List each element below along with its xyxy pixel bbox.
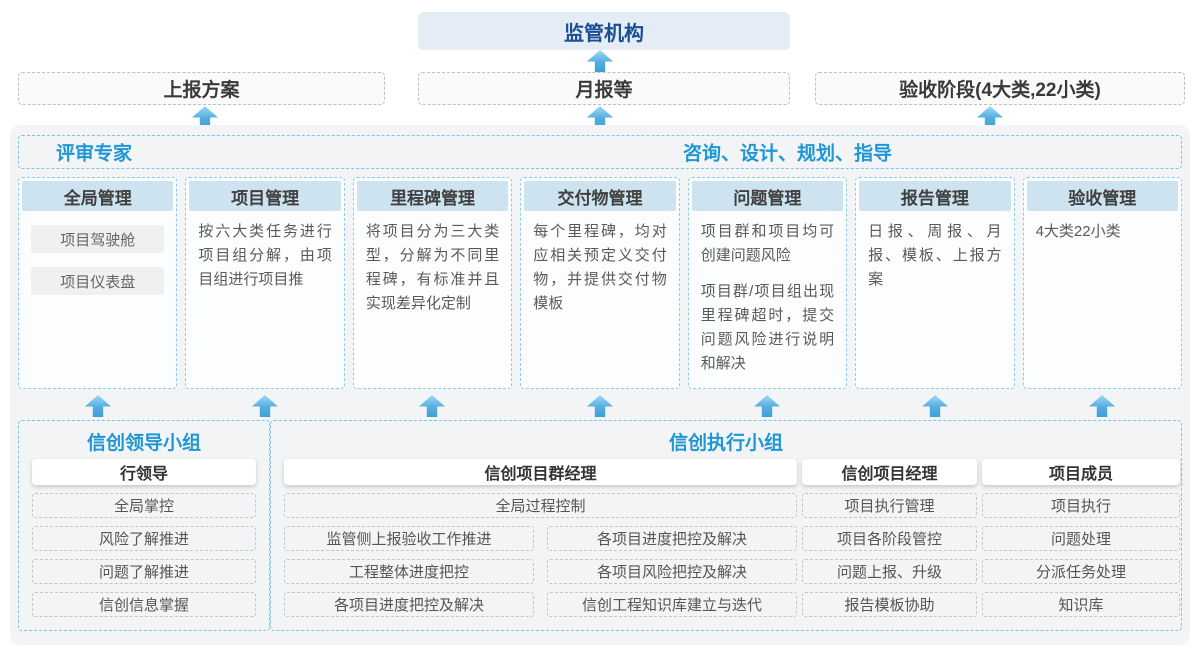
execution-group-title: 信创执行小组	[668, 433, 783, 454]
role-bank-leader: 行领导	[32, 459, 256, 485]
output-box-monthly: 月报等	[418, 72, 790, 105]
column-global-management: 全局管理 项目驾驶舱 项目仪表盘	[18, 177, 178, 389]
column-title: 里程碑管理	[356, 181, 509, 211]
leader-duty: 风险了解推进	[32, 526, 256, 551]
leadership-group-title: 信创领导小组	[86, 433, 201, 454]
consulting-label: 咨询、设计、规划、指导	[683, 143, 893, 165]
pm-duty: 项目执行管理	[802, 493, 977, 518]
pgm-duty: 各项目进度把控及解决	[284, 592, 534, 617]
leader-duty: 信创信息掌握	[32, 592, 256, 617]
column-milestone-management: 里程碑管理 将项目分为三大类型，分解为不同里程碑，有标准并且实现差异化定制	[352, 177, 513, 389]
column-title: 问题管理	[691, 181, 844, 211]
pill-project-dashboard: 项目仪表盘	[31, 267, 165, 295]
column-description: 将项目分为三大类型，分解为不同里程碑，有标准并且实现差异化定制	[365, 223, 500, 312]
experts-strip: 评审专家 咨询、设计、规划、指导	[18, 135, 1182, 169]
role-project-member: 项目成员	[982, 459, 1180, 485]
output-box-report-plan: 上报方案	[18, 72, 385, 105]
pm-duty: 项目各阶段管控	[802, 526, 977, 551]
pgm-duty: 监管侧上报验收工作推进	[284, 526, 534, 551]
output-box-acceptance: 验收阶段(4大类,22小类)	[815, 72, 1185, 105]
column-description: 项目群/项目组出现里程碑超时，提交问题风险进行说明和解决	[700, 283, 835, 372]
pm-duty: 报告模板协助	[802, 592, 977, 617]
project-member-area: 项目成员 项目执行 问题处理 分派任务处理 知识库	[982, 459, 1180, 617]
column-acceptance-management: 验收管理 4大类22小类	[1022, 177, 1182, 389]
pgm-duty-full: 全局过程控制	[284, 493, 797, 518]
pgm-duty: 各项目风险把控及解决	[547, 559, 797, 584]
regulator-box: 监管机构	[418, 12, 790, 50]
leader-duty: 全局掌控	[32, 493, 256, 518]
execution-group-box: 信创执行小组 信创项目群经理 全局过程控制 监管侧上报验收工作推进 各项目进度把…	[270, 420, 1182, 631]
pgm-duty: 信创工程知识库建立与迭代	[547, 592, 797, 617]
column-description: 项目群和项目均可创建问题风险	[700, 223, 835, 264]
role-program-manager: 信创项目群经理	[284, 459, 797, 485]
leader-duty: 问题了解推进	[32, 559, 256, 584]
member-duty: 知识库	[982, 592, 1180, 617]
experts-label: 评审专家	[56, 143, 133, 165]
member-duty: 分派任务处理	[982, 559, 1180, 584]
pm-duty: 问题上报、升级	[802, 559, 977, 584]
program-manager-area: 信创项目群经理 全局过程控制 监管侧上报验收工作推进 各项目进度把控及解决 工程…	[284, 459, 797, 617]
leadership-group-box: 信创领导小组 行领导 全局掌控 风险了解推进 问题了解推进 信创信息掌握	[18, 420, 270, 631]
pill-project-cockpit: 项目驾驶舱	[31, 225, 165, 253]
capability-columns: 全局管理 项目驾驶舱 项目仪表盘 项目管理 按六大类任务进行项目组分解，由项目组…	[18, 177, 1182, 389]
pgm-duty: 各项目进度把控及解决	[547, 526, 797, 551]
column-issue-management: 问题管理 项目群和项目均可创建问题风险 项目群/项目组出现里程碑超时，提交问题风…	[687, 177, 848, 389]
column-description: 日报、周报、月报、模板、上报方案	[868, 223, 1002, 288]
column-title: 交付物管理	[524, 181, 676, 211]
column-project-management: 项目管理 按六大类任务进行项目组分解，由项目组进行项目推	[185, 177, 345, 389]
arrow-up-icon	[587, 50, 613, 72]
column-title: 项目管理	[189, 181, 341, 211]
column-title: 报告管理	[859, 181, 1011, 211]
project-manager-area: 信创项目经理 项目执行管理 项目各阶段管控 问题上报、升级 报告模板协助	[802, 459, 977, 617]
column-title: 验收管理	[1026, 181, 1178, 211]
column-description: 按六大类任务进行项目组分解，由项目组进行项目推	[198, 223, 332, 288]
member-duty: 项目执行	[982, 493, 1180, 518]
column-deliverable-management: 交付物管理 每个里程碑，均对应相关预定义交付物，并提供交付物模板	[520, 177, 680, 389]
column-description: 每个里程碑，均对应相关预定义交付物，并提供交付物模板	[533, 223, 667, 312]
column-description: 4大类22小类	[1035, 223, 1121, 240]
pgm-duty: 工程整体进度把控	[284, 559, 534, 584]
role-project-manager: 信创项目经理	[802, 459, 977, 485]
member-duty: 问题处理	[982, 526, 1180, 551]
column-title: 全局管理	[22, 181, 174, 211]
column-report-management: 报告管理 日报、周报、月报、模板、上报方案	[855, 177, 1015, 389]
